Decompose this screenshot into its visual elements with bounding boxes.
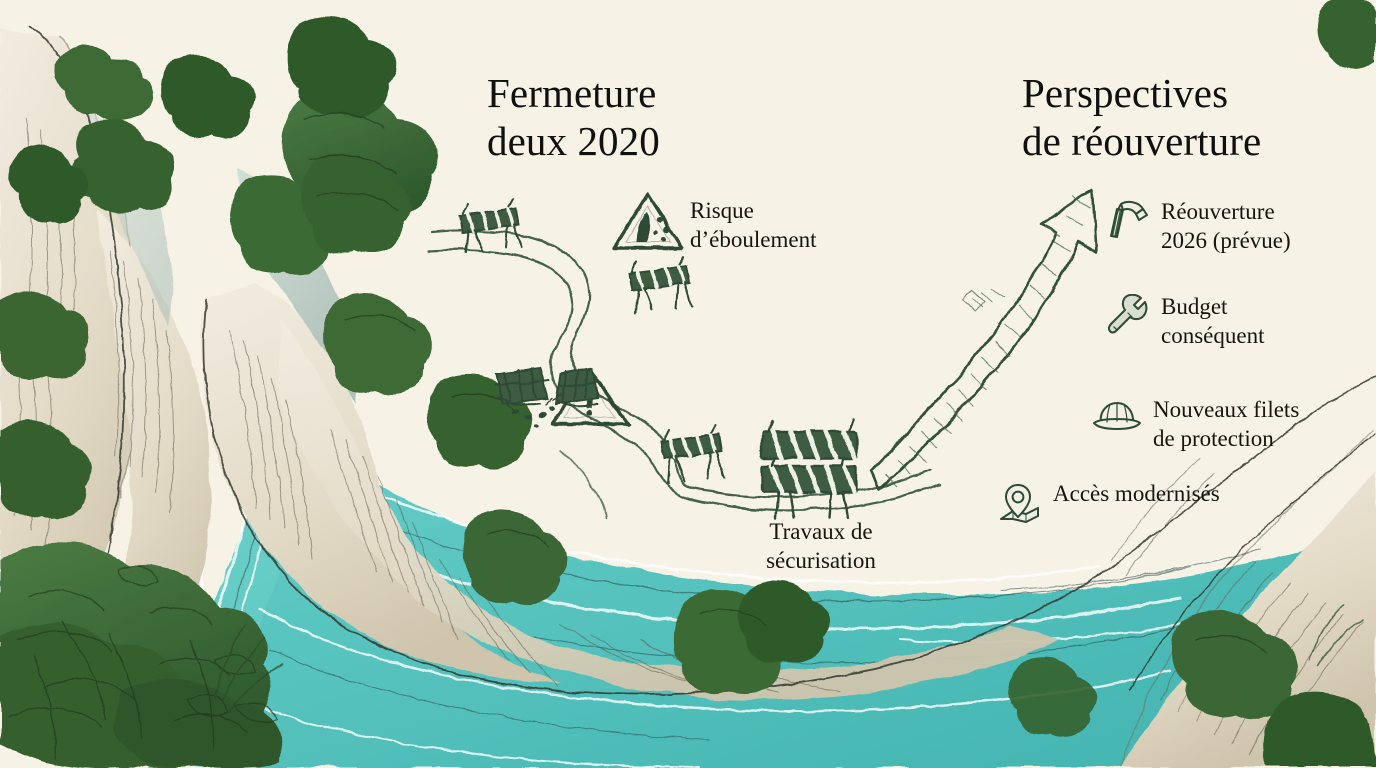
hard-hat-icon [1090, 397, 1142, 437]
label-securing-works: Travaux de sécurisation [766, 519, 876, 573]
perspective-item-modern-access: Accès modernisés [996, 480, 1220, 525]
perspective-item-label: Accès modernisés [1053, 481, 1220, 506]
broken-guardrail-icon [494, 366, 600, 427]
foliage-ink-detail [9, 112, 1363, 759]
rockfall-warning-triangle-icon [612, 192, 684, 250]
cliff-center [201, 284, 1060, 701]
label-rockfall-risk: Risque d’éboulement [690, 198, 817, 252]
heading-reopening-prospects: Perspectives de réouverture [1022, 70, 1262, 164]
heading-closure: Fermeture deux 2020 [487, 70, 660, 164]
upward-growth-arrow-icon [870, 188, 1098, 490]
perspective-item-label: Budget conséquent [1161, 294, 1265, 348]
road-barricade-icon-middle [627, 256, 693, 313]
perspective-item-protection-nets: Nouveaux filets de protection [1090, 396, 1299, 453]
perspective-item-label: Nouveaux filets de protection [1153, 397, 1300, 451]
perspective-item-label: Réouverture 2026 (prévue) [1161, 199, 1291, 253]
road-barricade-icon-large [760, 418, 858, 520]
perspective-item-reopening: Réouverture 2026 (prévue) [1108, 198, 1291, 255]
road-barricade-icon-small-top [458, 198, 523, 253]
wrench-icon [1108, 294, 1150, 338]
perspective-item-budget: Budget conséquent [1108, 293, 1264, 350]
cliff-outlines [29, 25, 1376, 696]
hammer-icon [1108, 199, 1150, 243]
road-barricade-icon-small-bottom [659, 424, 726, 484]
map-pin-icon [996, 481, 1042, 525]
